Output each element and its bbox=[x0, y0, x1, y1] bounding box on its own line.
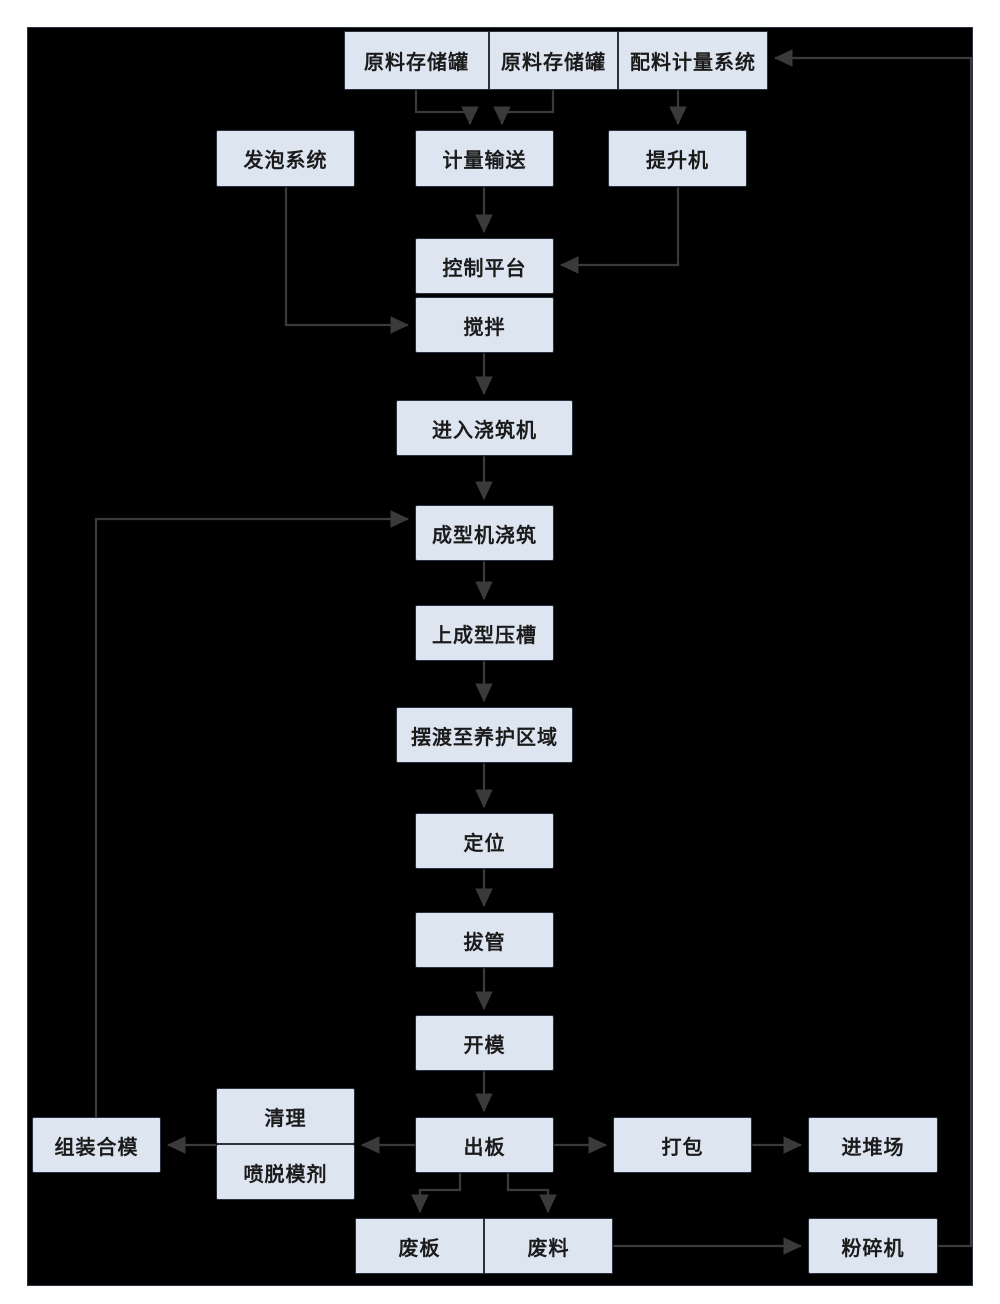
node-label: 废板 bbox=[398, 1237, 441, 1260]
node-label: 定位 bbox=[463, 832, 506, 855]
node-n5[interactable]: 计量输送 bbox=[415, 130, 554, 187]
node-label: 进堆场 bbox=[841, 1136, 905, 1159]
node-n11[interactable]: 上成型压槽 bbox=[415, 605, 554, 661]
node-n2[interactable]: 原料存储罐 bbox=[489, 31, 618, 90]
node-n22[interactable]: 废板 bbox=[355, 1218, 484, 1274]
node-n6[interactable]: 提升机 bbox=[608, 130, 747, 187]
node-label: 开模 bbox=[463, 1034, 506, 1057]
node-n19[interactable]: 组装合模 bbox=[32, 1117, 161, 1173]
node-label: 成型机浇筑 bbox=[432, 524, 537, 547]
node-n12[interactable]: 摆渡至养护区域 bbox=[396, 707, 573, 763]
node-label: 出板 bbox=[463, 1136, 506, 1159]
node-label: 提升机 bbox=[646, 150, 709, 172]
node-n7[interactable]: 控制平台 bbox=[415, 238, 554, 294]
node-n16[interactable]: 出板 bbox=[415, 1117, 554, 1173]
node-n17[interactable]: 清理 bbox=[216, 1088, 355, 1144]
node-label: 控制平台 bbox=[442, 257, 527, 280]
node-label: 打包 bbox=[661, 1136, 704, 1159]
node-label: 拔管 bbox=[463, 931, 506, 954]
node-label: 上成型压槽 bbox=[432, 624, 537, 647]
node-label: 摆渡至养护区域 bbox=[411, 726, 558, 749]
node-label: 粉碎机 bbox=[841, 1237, 905, 1260]
node-label: 搅拌 bbox=[463, 316, 506, 339]
node-n23[interactable]: 废料 bbox=[484, 1218, 613, 1274]
node-label: 发泡系统 bbox=[243, 150, 328, 172]
node-n13[interactable]: 定位 bbox=[415, 813, 554, 869]
node-n10[interactable]: 成型机浇筑 bbox=[415, 505, 554, 561]
node-label: 废料 bbox=[527, 1237, 570, 1260]
node-label: 清理 bbox=[264, 1107, 307, 1130]
node-n21[interactable]: 进堆场 bbox=[808, 1117, 938, 1173]
node-n4[interactable]: 发泡系统 bbox=[216, 130, 355, 187]
node-label: 计量输送 bbox=[442, 150, 527, 172]
node-label: 原料存储罐 bbox=[501, 52, 606, 74]
node-n14[interactable]: 拔管 bbox=[415, 912, 554, 968]
node-n20[interactable]: 打包 bbox=[613, 1117, 752, 1173]
node-n8[interactable]: 搅拌 bbox=[415, 297, 554, 353]
node-n3[interactable]: 配料计量系统 bbox=[618, 31, 768, 90]
node-label: 进入浇筑机 bbox=[432, 419, 537, 442]
node-label: 组装合模 bbox=[54, 1136, 139, 1159]
node-label: 配料计量系统 bbox=[630, 52, 756, 74]
node-n24[interactable]: 粉碎机 bbox=[808, 1218, 938, 1274]
node-n1[interactable]: 原料存储罐 bbox=[344, 31, 489, 90]
node-n15[interactable]: 开模 bbox=[415, 1015, 554, 1071]
node-n9[interactable]: 进入浇筑机 bbox=[396, 400, 573, 456]
node-n18[interactable]: 喷脱模剂 bbox=[216, 1144, 355, 1200]
node-label: 原料存储罐 bbox=[364, 52, 469, 74]
node-label: 喷脱模剂 bbox=[243, 1163, 328, 1186]
